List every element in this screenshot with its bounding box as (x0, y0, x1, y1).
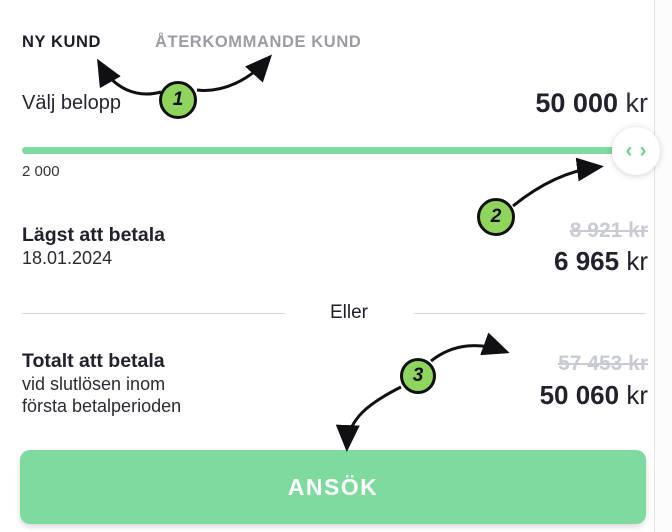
slider-min-label: 2 000 (22, 163, 60, 180)
arrow-to-new-customer (97, 58, 162, 96)
tab-new-customer[interactable]: NY KUND (22, 33, 102, 51)
selected-amount-unit: kr (625, 88, 649, 118)
lowest-payment-price-number: 6 965 (554, 246, 620, 276)
selected-amount-value: 50 000 kr (535, 88, 648, 119)
divider-line-left (22, 312, 285, 314)
annotation-step-1: 1 (159, 81, 197, 119)
total-payment-subtitle-2: första betalperioden (22, 396, 182, 416)
total-payment-price-number: 50 060 (539, 380, 620, 410)
chevron-right-icon: › (639, 138, 647, 162)
lowest-payment-old-price: 8 921 kr (569, 219, 648, 242)
arrow-to-apply-button (335, 385, 402, 452)
arrow-to-total-old-price (430, 332, 510, 363)
lowest-payment-price-unit: kr (626, 246, 648, 276)
total-payment-price: 50 060 kr (540, 380, 648, 411)
total-payment-title: Totalt att betala (22, 350, 165, 372)
card-right-border (654, 0, 655, 532)
arrow-to-returning-customer (196, 54, 273, 92)
or-divider-label: Eller (330, 302, 369, 323)
divider-line-right (414, 312, 647, 314)
lowest-payment-title: Lägst att betala (22, 224, 166, 246)
lowest-payment-date: 18.01.2024 (22, 248, 113, 268)
annotation-step-3: 3 (400, 358, 436, 394)
chevron-left-icon: ‹ (625, 138, 633, 162)
annotation-step-2: 2 (477, 198, 515, 236)
outside-card-area (655, 0, 672, 532)
choose-amount-label: Välj belopp (22, 92, 121, 114)
amount-slider-track[interactable] (22, 147, 652, 154)
total-payment-subtitle-1: vid slutlösen inom (22, 374, 166, 394)
or-divider: Eller (22, 302, 648, 324)
arrow-to-slider-handle (512, 157, 604, 208)
selected-amount-number: 50 000 (535, 88, 618, 118)
tab-returning-customer[interactable]: ÅTERKOMMANDE KUND (155, 33, 362, 51)
lowest-payment-price: 6 965 kr (554, 246, 648, 277)
amount-slider-handle[interactable]: ‹ › (612, 127, 660, 175)
total-payment-price-unit: kr (626, 380, 648, 410)
total-payment-old-price: 57 453 kr (558, 352, 648, 375)
apply-button[interactable]: ANSÖK (20, 450, 646, 524)
